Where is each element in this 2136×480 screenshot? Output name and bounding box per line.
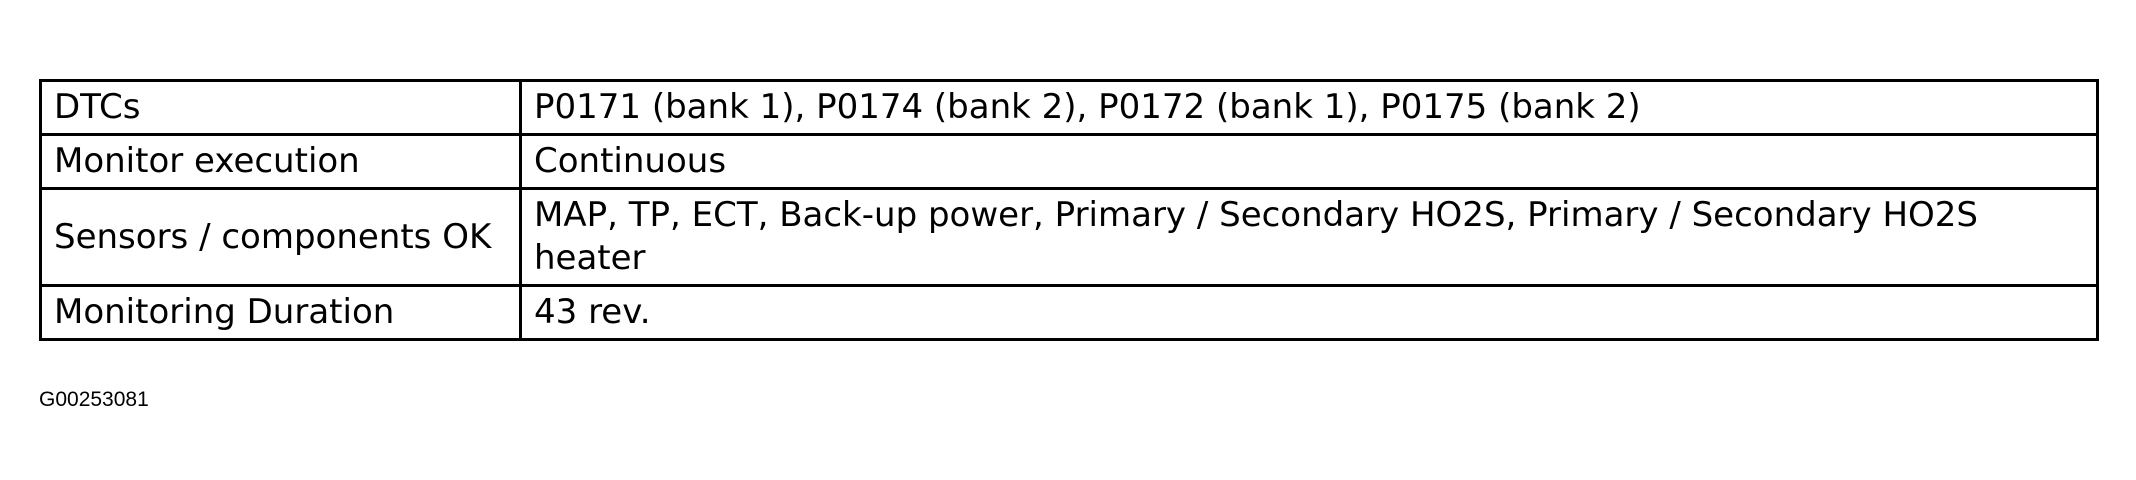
table-row-monitoring-duration: Monitoring Duration 43 rev. <box>39 284 2099 341</box>
figure-id: G00253081 <box>39 388 149 411</box>
row-value-sensors-components: MAP, TP, ECT, Back-up power, Primary / S… <box>519 187 2099 287</box>
row-label-monitor-execution: Monitor execution <box>39 133 522 190</box>
row-value-monitoring-duration: 43 rev. <box>519 284 2099 341</box>
row-label-sensors-components: Sensors / components OK <box>39 187 522 287</box>
table-row-dtcs: DTCs P0171 (bank 1), P0174 (bank 2), P01… <box>39 79 2099 136</box>
row-label-monitoring-duration: Monitoring Duration <box>39 284 522 341</box>
table-row-sensors-components: Sensors / components OK MAP, TP, ECT, Ba… <box>39 187 2099 287</box>
row-label-dtcs: DTCs <box>39 79 522 136</box>
row-value-dtcs: P0171 (bank 1), P0174 (bank 2), P0172 (b… <box>519 79 2099 136</box>
row-value-monitor-execution: Continuous <box>519 133 2099 190</box>
table-row-monitor-execution: Monitor execution Continuous <box>39 133 2099 190</box>
monitor-spec-table: DTCs P0171 (bank 1), P0174 (bank 2), P01… <box>39 79 2099 341</box>
